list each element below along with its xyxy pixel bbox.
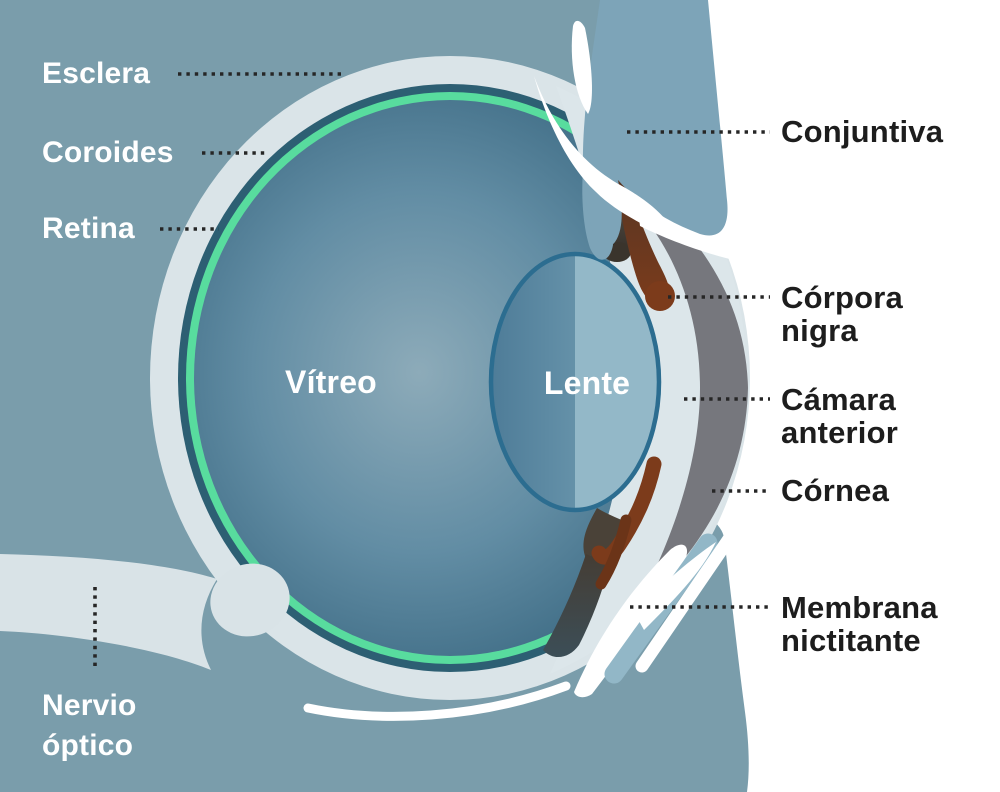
label-conjuntiva: Conjuntiva [781, 114, 944, 149]
label-vitreo: Vítreo [285, 364, 377, 400]
upper-eyelid [582, 0, 728, 248]
corpora-nigra-lower-branch [595, 514, 632, 590]
label-camara-anterior: Cámara anterior [781, 382, 899, 450]
label-coroides: Coroides [42, 136, 174, 169]
label-lente: Lente [543, 365, 631, 401]
lower-white-sliver [635, 529, 738, 673]
corpora-nigra-upper-blob [645, 281, 675, 311]
label-corpora-nigra: Córpora nigra [781, 280, 903, 348]
optic-nerve [0, 554, 217, 670]
upper-white-comma [571, 20, 592, 114]
label-nervio-optico: Nervio óptico [42, 689, 137, 762]
iris-lower-column [543, 554, 611, 658]
lens-right-half [575, 254, 659, 510]
lens-outline [488, 251, 662, 513]
lower-white-wedge [574, 544, 688, 698]
optic-nerve-head [210, 563, 290, 637]
label-esclera: Esclera [42, 57, 151, 90]
label-membrana-nictitante: Membrana nictitante [781, 590, 938, 658]
lower-gap-arc [303, 681, 571, 721]
lid-peak-white-wedge [634, 542, 716, 630]
vitreous-body [194, 100, 706, 656]
cornea-band [624, 183, 748, 608]
label-retina: Retina [42, 212, 135, 245]
label-cornea: Córnea [781, 473, 890, 508]
conjunctival-gap [534, 76, 667, 231]
